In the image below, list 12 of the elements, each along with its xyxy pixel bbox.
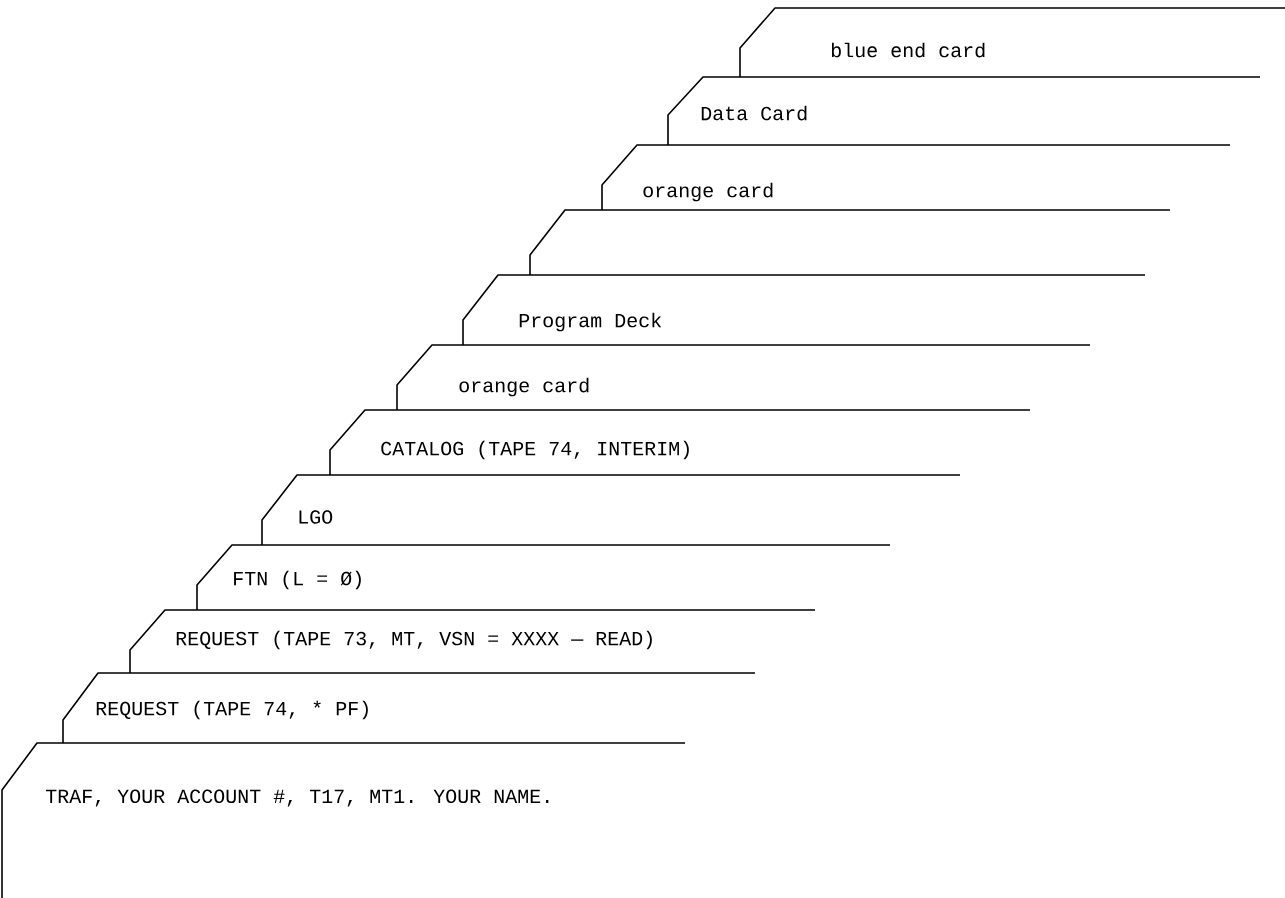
punched-card: orange card <box>396 344 1091 411</box>
punched-card: LGO <box>261 474 961 546</box>
punched-card: REQUEST (TAPE 74, * PF) <box>62 672 756 744</box>
punched-card: FTN (L = Ø) <box>196 544 891 611</box>
punched-card: orange card <box>601 144 1231 211</box>
punched-card: Data Card <box>667 76 1261 146</box>
punched-card: blue end card <box>739 7 1285 78</box>
punched-card: REQUEST (TAPE 73, MT, VSN = XXXX — READ) <box>129 609 816 674</box>
punched-card: TRAF, YOUR ACCOUNT #, T17, MT1. YOUR NAME. <box>1 742 686 898</box>
punched-card <box>529 209 1171 276</box>
punched-card: Program Deck <box>462 274 1146 346</box>
punched-card: CATALOG (TAPE 74, INTERIM) <box>329 409 1031 476</box>
